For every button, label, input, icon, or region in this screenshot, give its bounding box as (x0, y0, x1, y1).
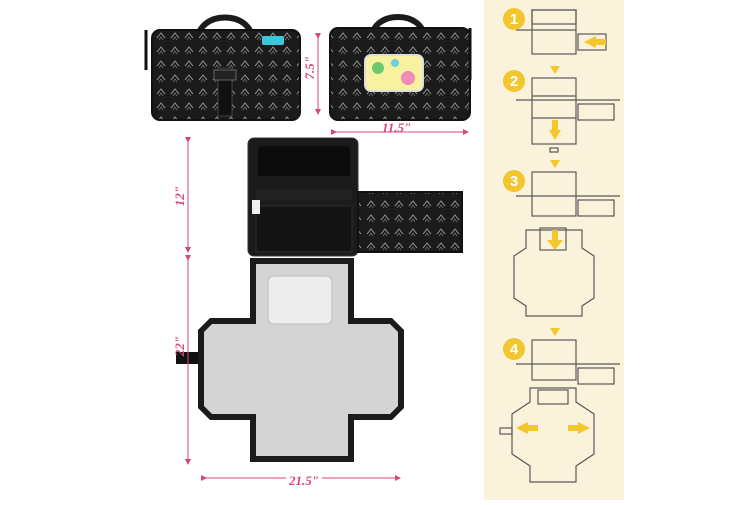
instruction-steps (499, 9, 620, 483)
step-badge-3: 3 (503, 170, 525, 192)
dimension-width-folded: 11.5" (382, 120, 412, 135)
brand-tag (262, 36, 284, 45)
arrow-icon (516, 36, 606, 434)
dimension-height-top: 12" (172, 186, 187, 207)
step-badge-1: 1 (503, 8, 525, 30)
dimension-height-pad: 22" (172, 336, 187, 357)
open-changing-station (176, 137, 463, 462)
dimension-height-folded: 7.5" (302, 56, 317, 80)
step-badge-2: 2 (503, 70, 525, 92)
dimension-width-open: 21.5" (286, 473, 322, 489)
step-badge-4: 4 (503, 338, 525, 360)
folded-bag-front (144, 14, 301, 121)
folded-bag-back (329, 14, 472, 121)
